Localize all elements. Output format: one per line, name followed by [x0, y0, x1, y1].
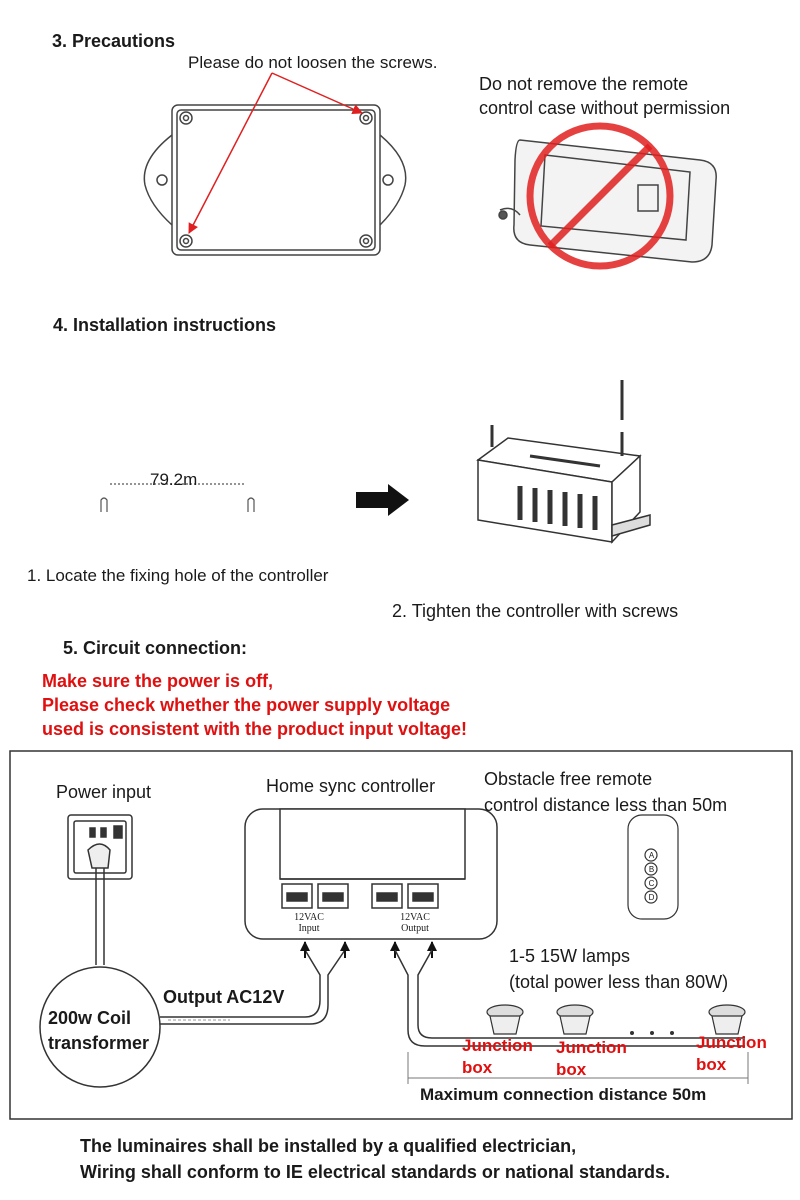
circuit-frame [9, 750, 793, 1120]
lamp-1 [486, 1004, 524, 1035]
max-distance-label: Maximum connection distance 50m [420, 1085, 707, 1104]
screw-arrow-bottom [188, 72, 273, 234]
junction-box-3-line2: box [696, 1055, 727, 1074]
controller-with-screws-drawing [476, 380, 651, 544]
footer-notes: The luminaires shall be installed by a q… [80, 1133, 670, 1185]
power-warning-line2: Please check whether the power supply vo… [42, 695, 451, 715]
junction-box-1-line2: box [462, 1058, 493, 1077]
circuit-heading: 5. Circuit connection: [63, 638, 248, 658]
fixing-holes-drawing [100, 483, 255, 512]
output-voltage-label: Output AC12V [163, 987, 285, 1007]
junction-box-1-line1: Junction [462, 1036, 533, 1055]
precautions-heading: 3. Precautions [52, 31, 176, 51]
remote-control-drawing [627, 814, 679, 920]
junction-box-1: Junction box [462, 1035, 533, 1079]
lamps-line1: 1-5 15W lamps [509, 946, 631, 966]
remote-distance-line1: Obstacle free remote [484, 769, 653, 789]
lamp-ellipsis [630, 1031, 674, 1035]
lamp-2 [556, 1004, 594, 1035]
remote-button-a: A [648, 851, 655, 860]
remote-case-note-line1: Do not remove the remote [479, 74, 689, 94]
remote-distance-label: Obstacle free remote control distance le… [484, 766, 727, 818]
transformer-coil [39, 966, 161, 1088]
remote-button-d: D [648, 893, 655, 902]
remote-distance-line2: control distance less than 50m [484, 795, 728, 815]
terminal-output-text: Output [401, 923, 429, 934]
screws-note: Please do not loosen the screws. [188, 53, 438, 72]
remote-case-note: Do not remove the remote control case wi… [479, 72, 730, 120]
next-step-arrow [356, 484, 409, 516]
install-step-1: 1. Locate the fixing hole of the control… [27, 566, 329, 585]
remote-buttons: A B C D [647, 849, 656, 905]
power-input-label: Power input [56, 782, 152, 802]
terminal-input-label: 12VAC Input [289, 912, 329, 934]
transformer-line1: 200w Coil [48, 1008, 132, 1028]
remote-button-b: B [648, 865, 655, 874]
junction-box-2-line1: Junction [556, 1038, 627, 1057]
lamps-label: 1-5 15W lamps (total power less than 80W… [509, 943, 728, 995]
max-distance-dimension [407, 1052, 749, 1084]
controller-label: Home sync controller [266, 776, 436, 796]
screw-arrow-top [271, 72, 363, 114]
terminal-output-voltage: 12VAC [400, 912, 430, 923]
controller-enclosure-drawing [143, 104, 407, 256]
prohibition-sign [526, 122, 674, 270]
remote-case-note-line2: control case without permission [479, 98, 731, 118]
hole-distance: 79.2m [150, 470, 198, 489]
transformer-label: 200w Coil transformer [48, 1006, 149, 1056]
installation-heading: 4. Installation instructions [53, 315, 277, 335]
wall-outlet-drawing [67, 814, 133, 965]
power-warning: Make sure the power is off, Please check… [42, 669, 467, 741]
power-warning-line1: Make sure the power is off, [42, 671, 274, 691]
junction-box-2-line2: box [556, 1060, 587, 1079]
lamps-line2: (total power less than 80W) [509, 972, 729, 992]
terminal-input-voltage: 12VAC [294, 912, 324, 923]
footer-line1: The luminaires shall be installed by a q… [80, 1136, 577, 1156]
terminal-output-label: 12VAC Output [394, 912, 436, 934]
junction-box-3-line1: Junction [696, 1033, 767, 1052]
footer-line2: Wiring shall conform to IE electrical st… [80, 1162, 670, 1182]
output-wire [160, 949, 346, 1025]
remote-button-c: C [648, 879, 655, 888]
home-sync-controller-drawing [244, 808, 498, 940]
install-step-2: 2. Tighten the controller with screws [392, 601, 679, 621]
power-warning-line3: used is consistent with the product inpu… [42, 719, 468, 739]
junction-box-2: Junction box [556, 1037, 627, 1081]
lamp-wiring [394, 949, 745, 1047]
junction-box-3: Junction box [696, 1032, 767, 1076]
terminal-input-text: Input [298, 923, 320, 934]
lamp-3 [708, 1004, 746, 1035]
transformer-line2: transformer [48, 1033, 150, 1053]
